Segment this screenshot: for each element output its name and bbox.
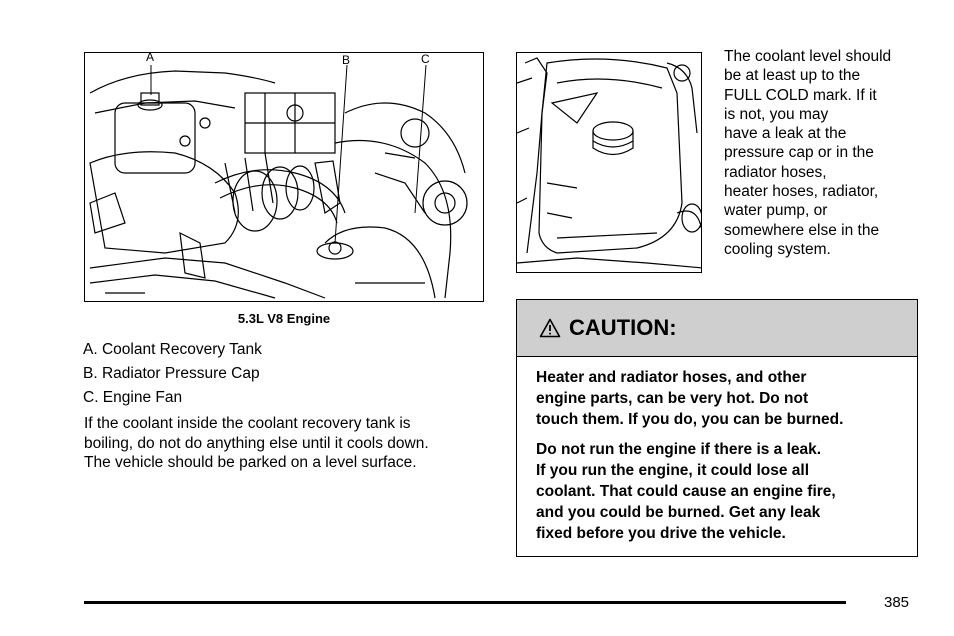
coolant-tank-illustration — [516, 52, 702, 273]
caution-line: fixed before you drive the vehicle. — [536, 525, 786, 542]
caution-box: CAUTION: Heater and radiator hoses, and … — [516, 299, 918, 557]
text-line: be at least up to the — [724, 67, 861, 85]
legend-item-c: C. Engine Fan — [83, 389, 183, 406]
caution-paragraph-2: Do not run the engine if there is a leak… — [536, 439, 899, 544]
text-line: is not, you may — [724, 105, 829, 123]
caution-line: Heater and radiator hoses, and other — [536, 369, 807, 386]
paragraph-line: If the coolant inside the coolant recove… — [84, 415, 411, 432]
text-line: radiator hoses, — [724, 163, 827, 181]
tank-drawing — [517, 57, 701, 269]
callout-a: A — [146, 52, 155, 64]
caution-paragraph-1: Heater and radiator hoses, and other eng… — [536, 367, 899, 430]
footer-rule — [84, 601, 846, 604]
page-number: 385 — [884, 594, 910, 611]
text-line: heater hoses, radiator, — [724, 183, 879, 201]
callout-c: C — [421, 52, 430, 66]
caution-body: Heater and radiator hoses, and other eng… — [517, 357, 917, 544]
caution-title: CAUTION: — [569, 315, 677, 340]
caution-line: engine parts, can be very hot. Do not — [536, 390, 809, 407]
paragraph-line: The vehicle should be parked on a level … — [84, 454, 417, 471]
text-line: pressure cap or in the — [724, 144, 874, 162]
caution-line: Do not run the engine if there is a leak… — [536, 441, 822, 458]
caution-line: touch them. If you do, you can be burned… — [536, 411, 844, 428]
legend-list: A. Coolant Recovery Tank B. Radiator Pre… — [83, 338, 262, 410]
paragraph-line: boiling, do not do anything else until i… — [84, 434, 429, 452]
callout-b: B — [342, 53, 351, 67]
caution-header: CAUTION: — [517, 300, 917, 357]
coolant-level-text: The coolant level should be at least up … — [724, 47, 929, 259]
caution-line: coolant. That could cause an engine fire… — [536, 483, 836, 500]
text-line: FULL COLD mark. If it — [724, 86, 877, 104]
engine-drawing — [89, 64, 468, 299]
engine-illustration: A B C — [84, 52, 484, 302]
text-line: somewhere else in the — [724, 221, 880, 239]
boiling-paragraph: If the coolant inside the coolant recove… — [84, 414, 494, 473]
text-line: have a leak at the — [724, 125, 847, 143]
text-line: cooling system. — [724, 240, 831, 258]
text-line: The coolant level should — [724, 48, 892, 65]
legend-item-b: B. Radiator Pressure Cap — [83, 365, 260, 382]
figure-caption: 5.3L V8 Engine — [237, 311, 331, 326]
caution-line: If you run the engine, it could lose all — [536, 462, 809, 479]
caution-line: and you could be burned. Get any leak — [536, 504, 821, 521]
legend-item-a: A. Coolant Recovery Tank — [83, 341, 262, 358]
text-line: water pump, or — [724, 202, 828, 220]
warning-triangle-icon — [539, 318, 561, 338]
